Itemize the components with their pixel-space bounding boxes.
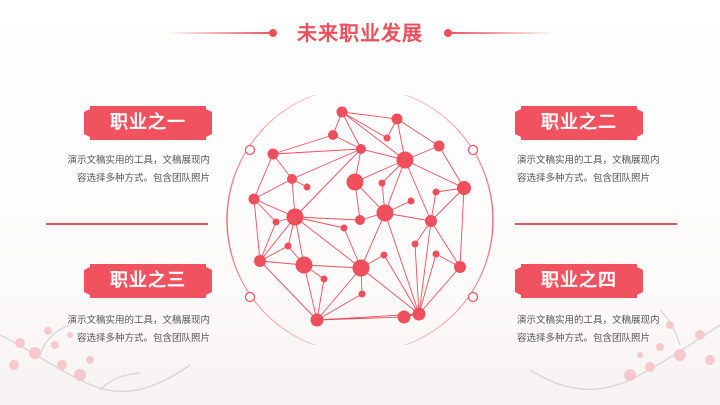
page-title: 未来职业发展 — [297, 21, 423, 45]
career-2-label: 职业之二 — [515, 106, 643, 140]
career-2-description: 演示文稿实用的工具，文稿展现内 容选择多种方式。包含团队照片 — [517, 155, 660, 184]
divider-left — [46, 223, 208, 225]
career-4-label: 职业之四 — [515, 264, 643, 298]
career-3-description: 演示文稿实用的工具，文稿展现内 容选择多种方式。包含团队照片 — [67, 315, 210, 344]
plum-blossom-left-decoration — [0, 324, 191, 393]
title-bar: 未来职业发展 — [0, 18, 720, 48]
network-globe-icon — [226, 95, 494, 345]
divider-right — [515, 223, 677, 225]
career-4-description: 演示文稿实用的工具，文稿展现内 容选择多种方式。包含团队照片 — [517, 315, 660, 344]
title-dot-left — [269, 29, 277, 37]
career-3-label: 职业之三 — [84, 264, 212, 298]
plum-blossom-right-decoration — [529, 309, 720, 391]
career-1-label: 职业之一 — [84, 106, 212, 140]
title-line-left — [165, 32, 273, 34]
title-line-right — [448, 32, 556, 34]
career-1-description: 演示文稿实用的工具，文稿展现内 容选择多种方式。包含团队照片 — [67, 155, 210, 184]
